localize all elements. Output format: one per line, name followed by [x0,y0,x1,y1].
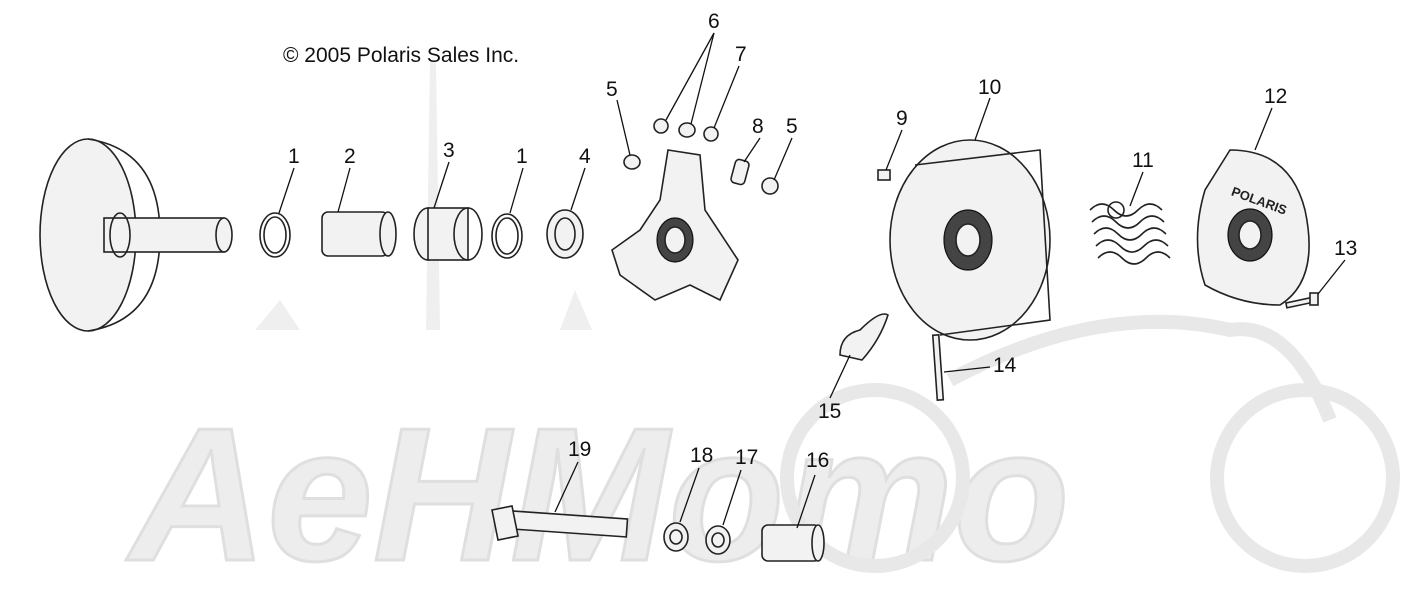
bolt-19 [491,505,629,541]
callout-1a: 1 [288,145,300,168]
spider-hub-bore [664,226,686,254]
callout-17: 17 [735,446,758,469]
callout-5a: 5 [606,78,618,101]
copyright-notice: © 2005 Polaris Sales Inc. [283,44,520,67]
roller-6a [653,118,669,134]
watermark-spire [255,60,592,330]
washer-4 [546,209,584,259]
sheave-shaft [103,217,225,253]
washer-4-hole [554,217,576,251]
spider-assembly [611,149,739,302]
bolt-13 [1284,292,1319,309]
callout-10: 10 [978,76,1001,99]
sleeve-3-end [453,207,483,261]
callout-16: 16 [806,449,829,472]
bushing-2 [321,211,389,257]
ring-1a-inner [263,216,287,254]
leader-lines [278,32,1346,529]
spring-11 [1089,201,1171,265]
callout-1b: 1 [516,145,528,168]
pin-8 [730,158,750,186]
callout-7: 7 [735,43,747,66]
watermark-wheel-left [780,383,970,573]
washer-7 [703,126,719,142]
pin-14 [931,334,945,401]
cover-hub-bore [1238,220,1262,250]
ring-1b [491,213,523,259]
nut-9 [877,169,891,181]
moveable-sheave-bore [955,223,981,257]
watermark-group: AeHMomo [125,60,1400,603]
shaft-collar [109,212,131,258]
weight-15 [839,313,889,361]
callout-11: 11 [1132,149,1154,172]
callout-14: 14 [993,354,1017,377]
ring-1a [259,212,291,258]
callout-15: 15 [818,400,841,423]
washer-17 [705,525,731,555]
cover-12: POLARIS [1196,149,1310,306]
moveable-sheave-10 [889,139,1051,341]
washer-18 [663,522,689,552]
watermark-moto-frame [946,314,1337,423]
callout-18: 18 [690,444,713,467]
callout-12: 12 [1264,85,1287,108]
button-5b [761,177,779,195]
watermark-text: AeHMomo [126,389,1069,601]
callout-2: 2 [344,145,356,168]
sleeve-3-body [427,207,469,261]
callout-8: 8 [752,115,764,138]
callout-3: 3 [443,139,455,162]
sheave-assembly [39,138,233,332]
button-5a [623,154,641,170]
shaft-end [215,217,233,253]
callout-4: 4 [579,145,591,168]
callout-9: 9 [896,107,908,130]
spacer-16-end [811,524,825,562]
bushing-2-end [379,211,397,257]
callout-13: 13 [1334,237,1357,260]
ring-1b-inner [495,217,519,255]
watermark-wheel-right [1210,383,1400,573]
roller-6b [678,122,696,138]
callout-5b: 5 [786,115,798,138]
moveable-sheave-ribs [914,149,1051,336]
callout-19: 19 [568,438,591,461]
callout-6: 6 [708,10,720,33]
